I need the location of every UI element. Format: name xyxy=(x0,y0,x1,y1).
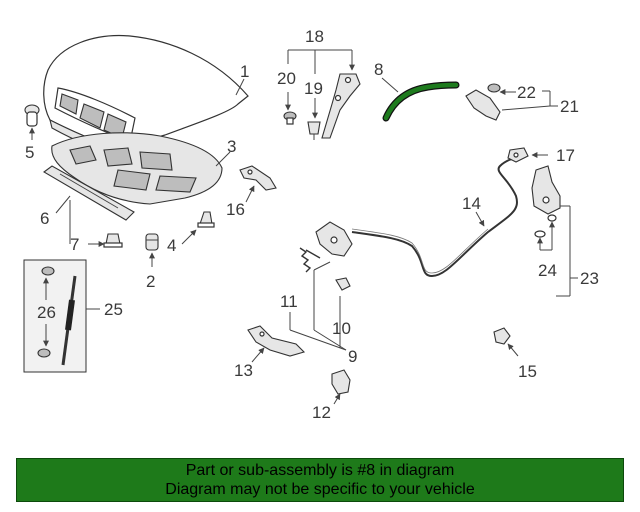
part-label-7[interactable]: 7 xyxy=(70,235,79,254)
leader-line-9-a xyxy=(289,329,347,351)
part-label-20[interactable]: 20 xyxy=(277,69,296,88)
part-label-19[interactable]: 19 xyxy=(304,79,323,98)
part-label-18[interactable]: 18 xyxy=(305,27,324,46)
part-label-23[interactable]: 23 xyxy=(580,269,599,288)
info-banner: Part or sub-assembly is #8 in diagram Di… xyxy=(16,458,624,502)
part-19-bolt[interactable] xyxy=(307,121,321,140)
leader-line-9-d xyxy=(313,329,347,351)
part-label-22[interactable]: 22 xyxy=(517,83,536,102)
info-banner-line-2: Diagram may not be specific to your vehi… xyxy=(165,481,475,498)
part-label-2[interactable]: 2 xyxy=(146,272,155,291)
leader-line-1 xyxy=(235,78,245,96)
leader-line-13 xyxy=(251,347,265,363)
part-8-weatherstrip[interactable] xyxy=(383,82,459,121)
part-17-handle[interactable] xyxy=(507,147,529,163)
part-3-insulator[interactable] xyxy=(51,132,223,205)
part-10-pin[interactable] xyxy=(335,277,351,291)
part-6-seal[interactable] xyxy=(43,165,135,221)
leader-line-4 xyxy=(181,229,197,245)
part-25-struts[interactable] xyxy=(37,266,77,366)
leader-line-15 xyxy=(507,343,519,357)
part-label-9[interactable]: 9 xyxy=(348,347,357,366)
leader-line-6 xyxy=(55,195,71,214)
leader-line-21 xyxy=(501,105,551,111)
part-label-24[interactable]: 24 xyxy=(538,261,557,280)
part-15-grommet[interactable] xyxy=(493,327,511,345)
part-7-clip[interactable] xyxy=(103,233,123,248)
part-24-bolts[interactable] xyxy=(534,214,557,238)
part-2-bumper[interactable] xyxy=(145,233,159,251)
part-20-bolt[interactable] xyxy=(283,111,297,125)
part-label-4[interactable]: 4 xyxy=(167,236,176,255)
info-banner-line-1: Part or sub-assembly is #8 in diagram xyxy=(185,462,455,479)
leader-line-12 xyxy=(333,393,341,405)
part-label-21[interactable]: 21 xyxy=(560,97,579,116)
part-16-bracket[interactable] xyxy=(239,165,277,191)
leader-line-8 xyxy=(381,77,399,93)
part-12-cover[interactable] xyxy=(331,369,351,395)
part-21-bracket[interactable] xyxy=(465,83,501,121)
part-18-hinge[interactable] xyxy=(321,73,361,139)
part-5-clip[interactable] xyxy=(24,104,40,127)
part-label-10[interactable]: 10 xyxy=(332,319,351,338)
leader-line-16 xyxy=(245,185,255,203)
part-14-cable[interactable] xyxy=(351,157,519,278)
leader-line-14 xyxy=(475,211,485,227)
part-23-lock[interactable] xyxy=(531,165,561,215)
part-label-13[interactable]: 13 xyxy=(234,361,253,380)
part-11-spring[interactable] xyxy=(299,247,321,273)
part-label-16[interactable]: 16 xyxy=(226,200,245,219)
leader-line-9-c xyxy=(313,261,331,271)
part-4-stop[interactable] xyxy=(197,211,215,228)
part-label-1[interactable]: 1 xyxy=(240,62,249,81)
part-1-hood[interactable] xyxy=(43,34,249,157)
part-13-striker[interactable] xyxy=(247,325,306,357)
part-label-12[interactable]: 12 xyxy=(312,403,331,422)
part-label-14[interactable]: 14 xyxy=(462,194,481,213)
part-label-15[interactable]: 15 xyxy=(518,362,537,381)
leader-line-3 xyxy=(215,151,231,167)
part-9-latch[interactable] xyxy=(315,221,353,257)
part-label-3[interactable]: 3 xyxy=(227,137,236,156)
part-14-cable-shadow xyxy=(351,228,489,274)
part-label-26[interactable]: 26 xyxy=(37,303,56,322)
part-label-5[interactable]: 5 xyxy=(25,143,34,162)
part-label-25[interactable]: 25 xyxy=(104,300,123,319)
part-label-8[interactable]: 8 xyxy=(374,60,383,79)
part-label-11[interactable]: 11 xyxy=(280,292,298,311)
part-label-6[interactable]: 6 xyxy=(40,209,49,228)
part-label-17[interactable]: 17 xyxy=(556,146,575,165)
